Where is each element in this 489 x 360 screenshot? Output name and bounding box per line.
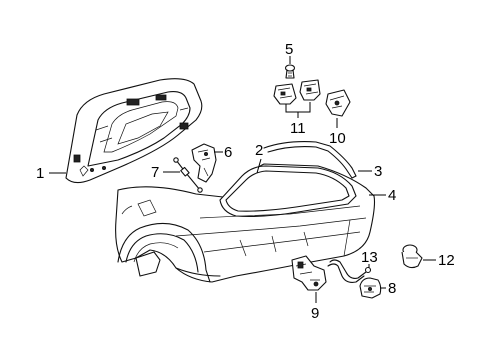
callout-4: 4 [388, 187, 396, 204]
part-hinges [273, 79, 321, 105]
part-striker [359, 277, 382, 299]
callout-12: 12 [438, 252, 455, 269]
callout-5: 5 [285, 41, 293, 58]
callout-2: 2 [255, 142, 263, 159]
part-push-pin [284, 64, 296, 79]
part-latch [291, 255, 327, 291]
part-lid-bracket [191, 143, 217, 183]
part-hinge-right [325, 89, 351, 117]
part-rear-body [115, 163, 376, 283]
leader-11 [285, 102, 311, 118]
callout-numbers: 1 2 3 4 5 6 7 8 9 10 11 12 13 [36, 41, 455, 322]
leader-2 [256, 158, 262, 174]
part-release-cable [327, 259, 372, 283]
part-lift-strut [173, 157, 203, 193]
callout-1: 1 [36, 165, 44, 182]
callout-6: 6 [224, 144, 232, 161]
callout-9: 9 [311, 305, 319, 322]
callout-3: 3 [374, 163, 382, 180]
callout-10: 10 [329, 130, 346, 147]
callout-11: 11 [290, 120, 306, 137]
callout-8: 8 [388, 280, 396, 297]
part-weatherstrip [263, 141, 357, 179]
callout-7: 7 [151, 164, 159, 181]
callout-13: 13 [361, 249, 378, 266]
leader-lines [49, 56, 436, 303]
part-actuator [401, 244, 423, 269]
part-trunk-lid [65, 78, 203, 184]
